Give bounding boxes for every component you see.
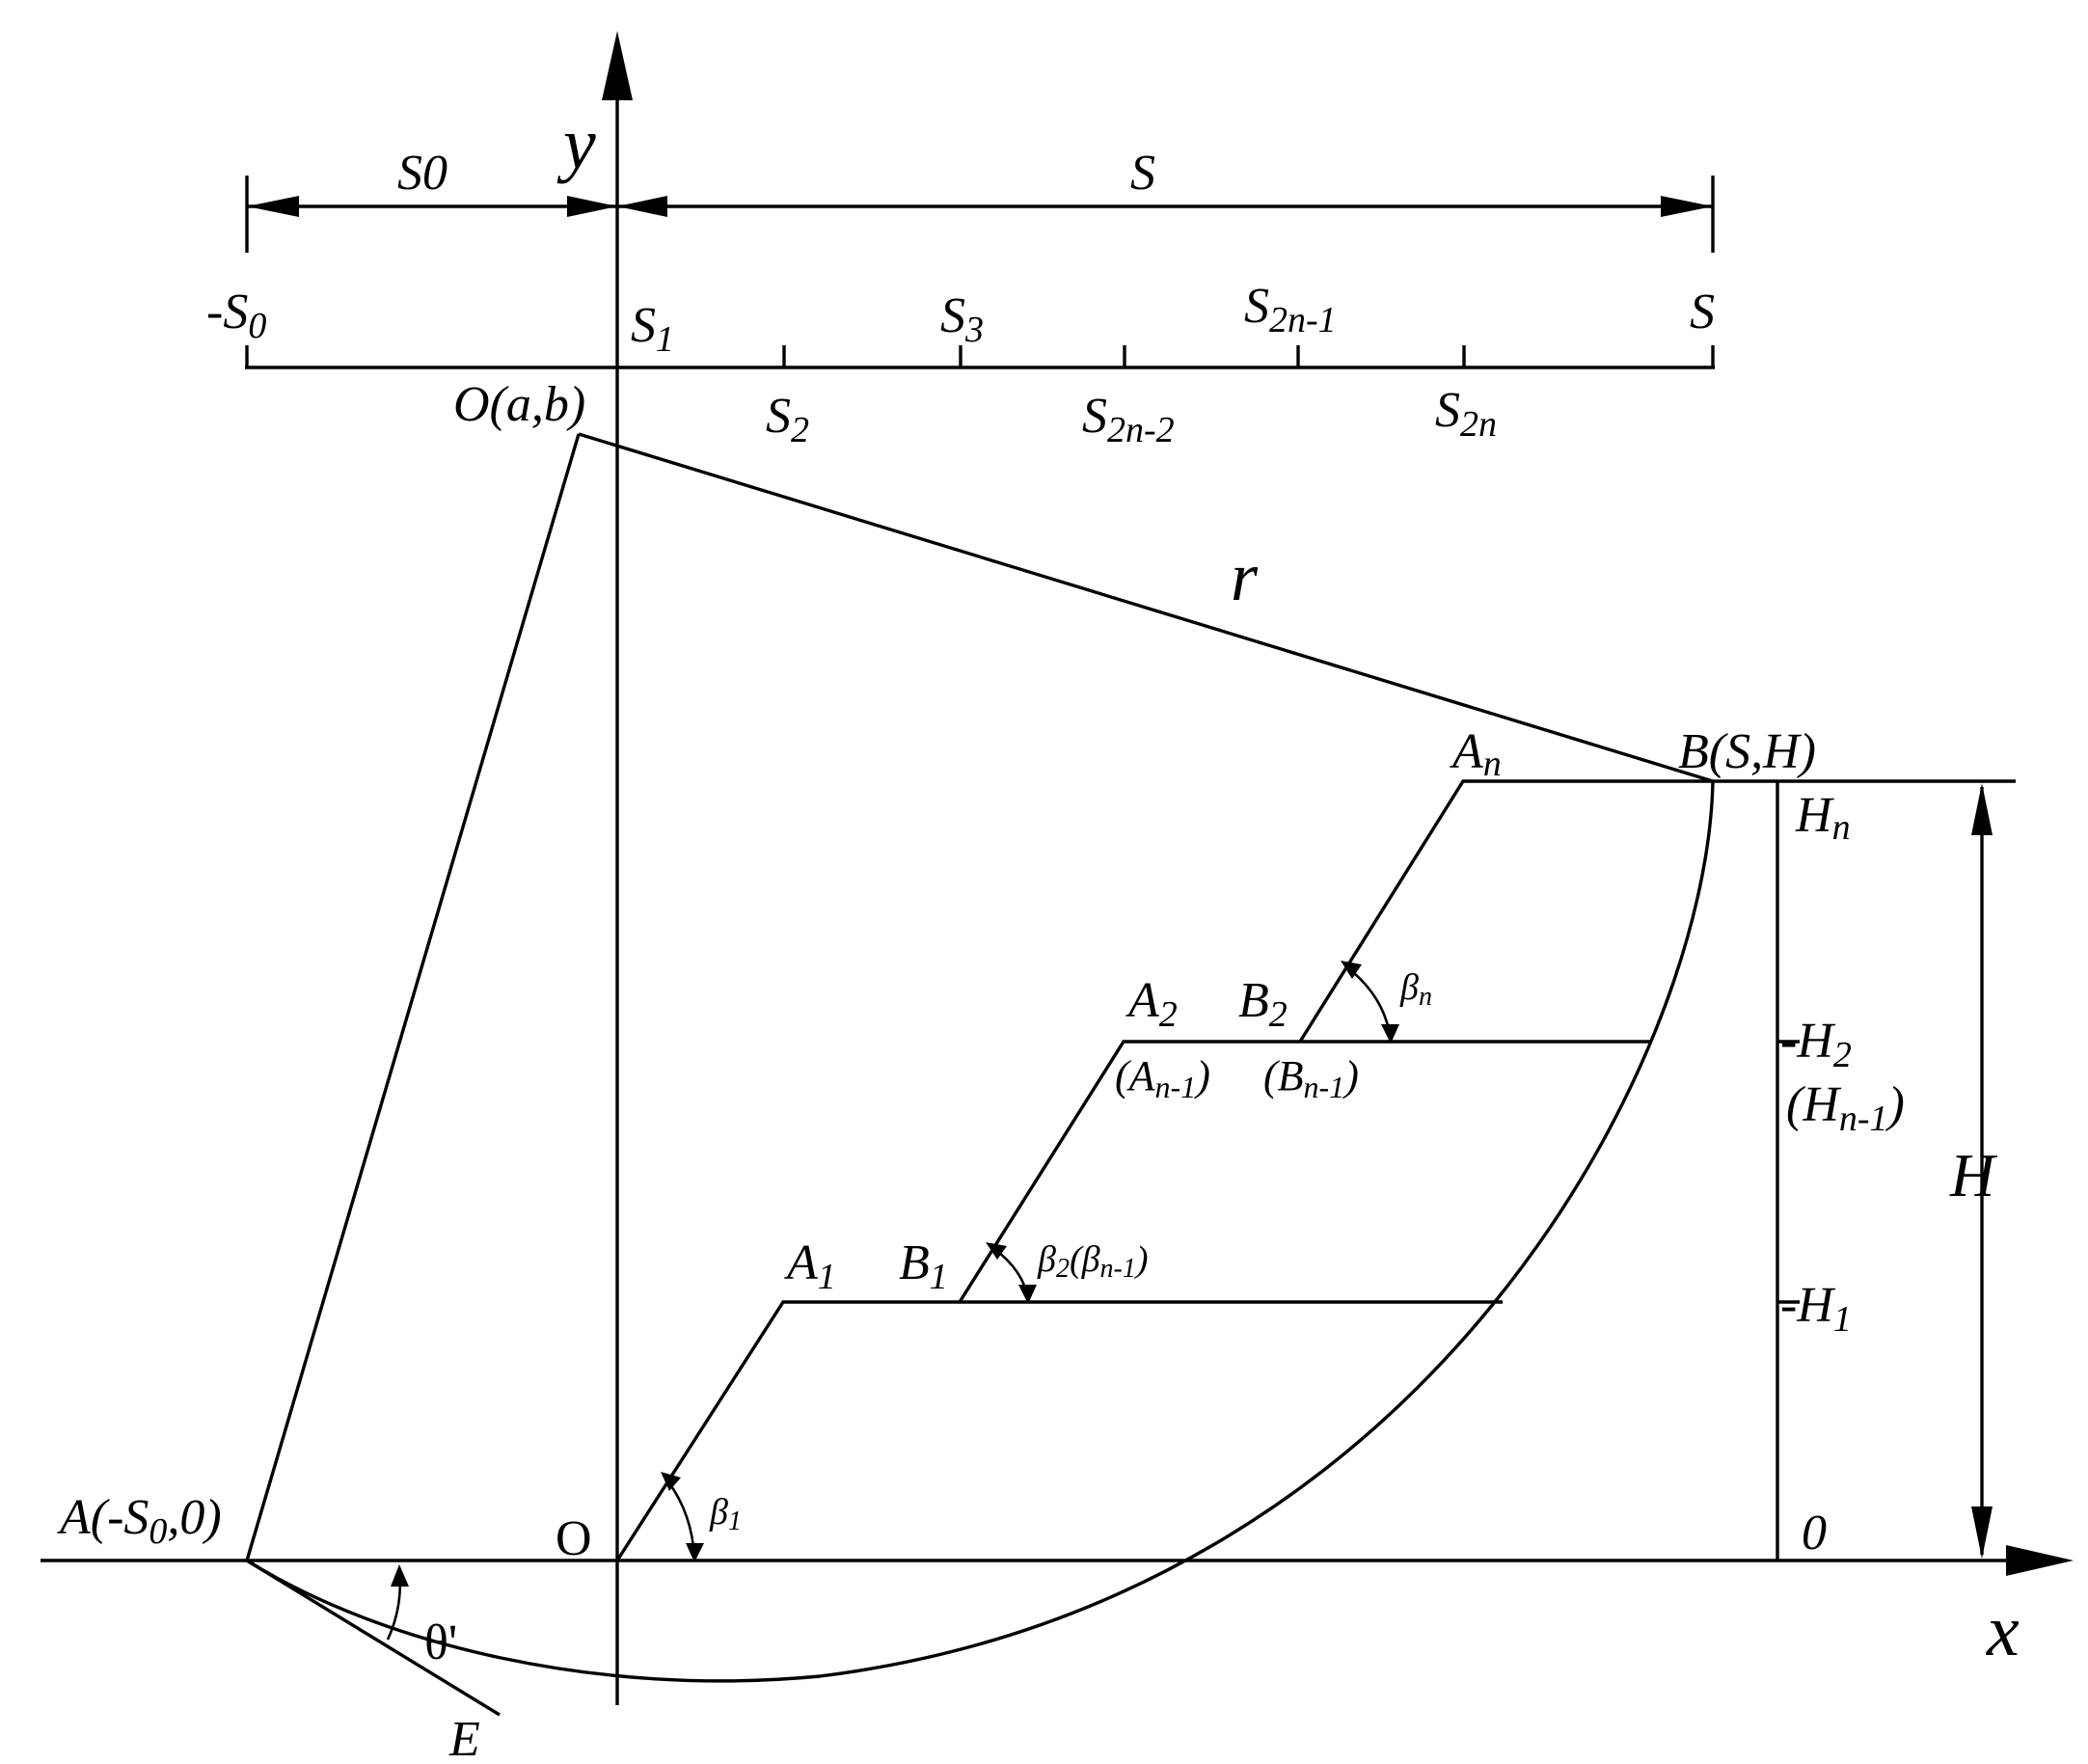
an1-label: (An-1) [1115, 1052, 1210, 1104]
h2-label: -H2 [1780, 1014, 1852, 1075]
an-label: An [1450, 724, 1502, 784]
dim-s-label: S [1130, 146, 1155, 201]
point-a-label: A(-S0,0) [57, 1490, 222, 1552]
h-zero-label: 0 [1802, 1506, 1827, 1560]
tick-s2n1-label: S2n-1 [1244, 279, 1337, 340]
radius-line-to-a [245, 433, 581, 1561]
tick-s2n2-label: S2n-2 [1082, 389, 1175, 450]
slope-segment-middle [958, 1040, 1651, 1303]
theta-label: θ' [424, 1615, 457, 1670]
tick-scale [245, 345, 1715, 369]
top-dimension [245, 176, 1715, 253]
radius-label: r [1231, 538, 1259, 615]
angle-markers [386, 961, 1399, 1641]
h-total-label: H [1949, 1141, 1998, 1209]
beta1-arrow-b [686, 1543, 704, 1562]
x-axis-arrowhead [2006, 1545, 2074, 1576]
hn1-label: (Hn-1) [1786, 1077, 1905, 1139]
beta-1-label: β1 [709, 1492, 742, 1536]
height-dim-arrow-top [1971, 783, 1993, 835]
beta-n-label: βn [1399, 967, 1432, 1012]
betan-arrow-b [1381, 1024, 1399, 1044]
beta-2-label: β2(βn-1) [1037, 1239, 1149, 1284]
height-scale [1776, 781, 1993, 1560]
h1-label: -H1 [1780, 1278, 1852, 1340]
a1-label: A1 [784, 1235, 836, 1297]
dim-s0-label: S0 [397, 146, 447, 201]
radius-line-to-b [578, 432, 1714, 783]
bn1-label: (Bn-1) [1263, 1052, 1359, 1104]
dim-arrow-left [247, 196, 299, 217]
origin-label: O [556, 1511, 592, 1566]
slip-geometry [245, 432, 1715, 1717]
tick-s2n-label: S2n [1435, 383, 1497, 445]
tick-neg-s0-label: -S0 [206, 285, 266, 346]
y-axis-label: y [556, 103, 596, 184]
theta-arrow [391, 1564, 409, 1587]
labels: y x S0 S -S0 S1 S3 S2n-1 S S2 S2n-2 S2n … [57, 103, 2020, 1764]
b1-label: B1 [899, 1235, 948, 1297]
dim-arrow-mid-left [567, 196, 617, 217]
beta2-arrow-b [1018, 1285, 1037, 1304]
x-axis-label: x [1986, 1590, 2020, 1671]
tangent-line-e [246, 1559, 501, 1717]
beta2-arrow-a [986, 1242, 1007, 1260]
beta1-arrow-a [661, 1472, 681, 1491]
point-e-label: E [448, 1712, 480, 1764]
y-axis-arrowhead [602, 31, 633, 100]
slip-arc [246, 780, 1715, 1683]
axes [41, 31, 2074, 1705]
height-dim-arrow-bottom [1971, 1506, 1993, 1559]
b2-label: B2 [1238, 973, 1288, 1035]
hn-label: Hn [1795, 788, 1851, 848]
slope-segment-upper [1298, 779, 2016, 1043]
tick-s2-label: S2 [766, 389, 809, 450]
slope-segment-lower [615, 1300, 1503, 1561]
dim-arrow-right [1661, 196, 1713, 217]
tick-s3-label: S3 [940, 288, 984, 350]
slope-profile [615, 779, 2016, 1561]
a2-label: A2 [1125, 973, 1178, 1035]
tick-s-end-label: S [1690, 285, 1715, 339]
betan-arrow-a [1341, 961, 1362, 979]
dim-arrow-mid-right [617, 196, 667, 217]
tick-s1-label: S1 [631, 298, 674, 360]
point-b-label: B(S,H) [1678, 724, 1816, 779]
center-point-label: O(a,b) [453, 377, 585, 432]
